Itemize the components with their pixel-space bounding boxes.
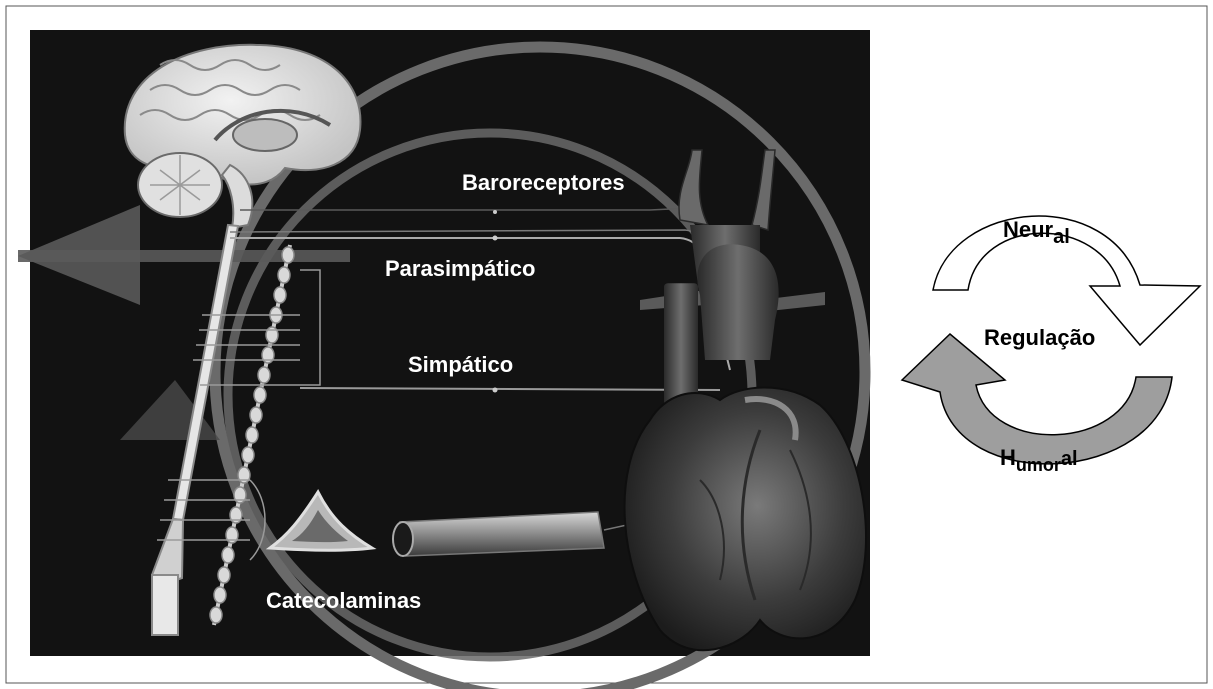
parasympathetic-label: Parasimpático: [385, 256, 535, 281]
regulation-cycle: Neural Regulação Humoral: [902, 216, 1200, 475]
sympathetic-label: Simpático: [408, 352, 513, 377]
humoral-label-mid: umor: [1016, 455, 1061, 475]
neural-label-sub: al: [1053, 226, 1070, 248]
catecholamines-label: Catecolaminas: [266, 588, 421, 613]
regulation-label: Regulação: [984, 325, 1095, 350]
humoral-label-end: al: [1061, 448, 1078, 470]
neural-label-main: Neur: [1003, 217, 1054, 242]
humoral-label-h: H: [1000, 445, 1016, 470]
humoral-arrow: [902, 334, 1172, 464]
baroreceptors-label: Baroreceptores: [462, 170, 625, 195]
